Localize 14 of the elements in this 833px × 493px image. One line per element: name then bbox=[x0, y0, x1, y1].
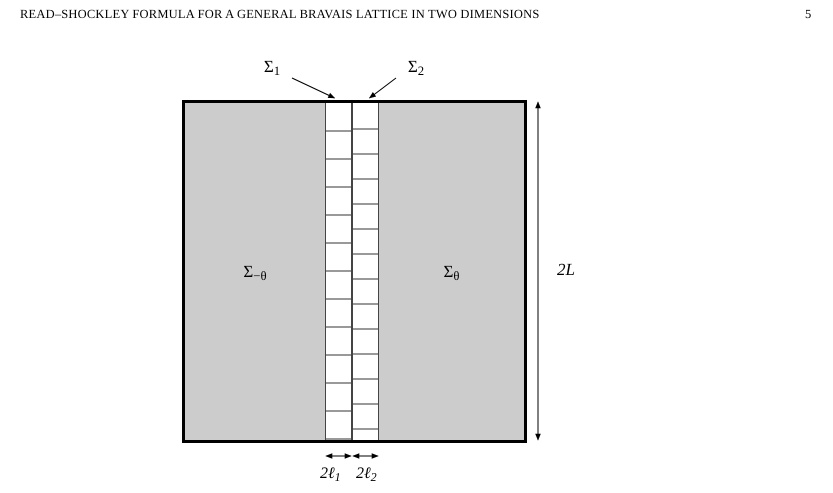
region-label: Σ$_{−θ}$ bbox=[243, 263, 267, 280]
running-header: READ–SHOCKLEY FORMULA FOR A GENERAL BRAVAIS LATTICE IN TWO DIMENSIONS bbox=[20, 6, 540, 23]
dimension-label: 2ℓ$_{2}$ bbox=[356, 466, 377, 482]
square-domain bbox=[182, 100, 527, 443]
leader-arrow bbox=[292, 78, 336, 98]
sigma-label: Σ$_{2}$ bbox=[408, 58, 424, 74]
lattice-strip bbox=[325, 103, 352, 440]
sigma-label: Σ$_{1}$ bbox=[264, 58, 280, 74]
region-label: Σ$_{θ}$ bbox=[443, 263, 460, 280]
dimension-label: 2L bbox=[557, 261, 575, 278]
leader-arrow bbox=[368, 78, 396, 98]
page-number: 5 bbox=[805, 6, 812, 23]
lattice-strip bbox=[352, 103, 379, 440]
dimension-label: 2ℓ$_{1}$ bbox=[320, 466, 341, 482]
